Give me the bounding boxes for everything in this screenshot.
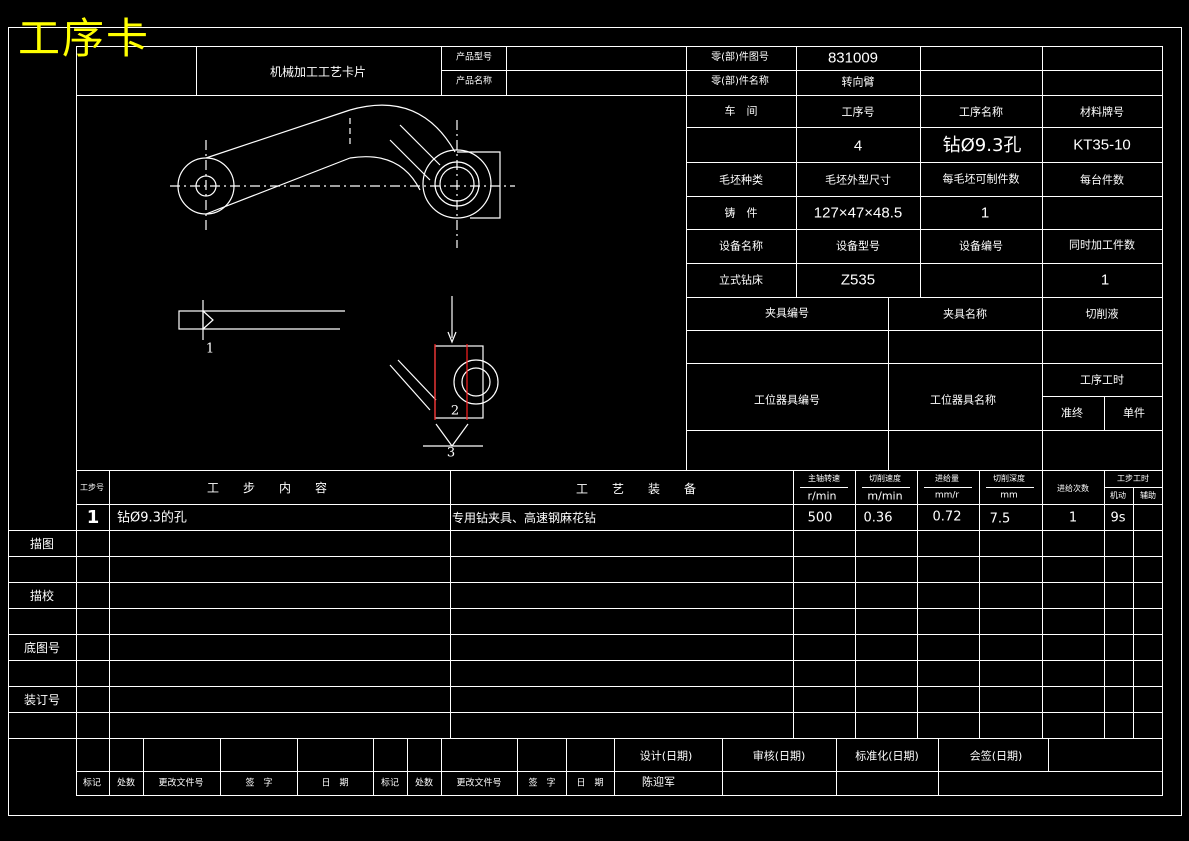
footer-designer: 陈迎军 bbox=[642, 775, 675, 789]
per-unit-label: 每台件数 bbox=[1080, 173, 1124, 187]
cut-speed-header: 切削速度 bbox=[869, 474, 901, 483]
machine-header: 机动 bbox=[1110, 491, 1126, 500]
drawing-label-3: 3 bbox=[446, 445, 456, 461]
equip-model-label: 设备型号 bbox=[836, 239, 880, 253]
footer-change-doc-2: 更改文件号 bbox=[456, 778, 502, 789]
blank-size-label: 毛坯外型尺寸 bbox=[825, 173, 891, 187]
footer-date-1: 日 期 bbox=[321, 778, 349, 789]
op-no-label: 工序号 bbox=[841, 105, 875, 119]
part-no-label: 零(部)件图号 bbox=[711, 52, 769, 63]
part-name-label: 零(部)件名称 bbox=[711, 76, 769, 87]
op-no-value: 4 bbox=[853, 137, 863, 155]
side-label-binding: 装订号 bbox=[23, 693, 61, 707]
card-name: 机械加工工艺卡片 bbox=[269, 65, 367, 79]
footer-standard: 标准化(日期) bbox=[855, 749, 919, 763]
step-equipment: 专用钻夹具、高速钢麻花钻 bbox=[452, 511, 597, 525]
product-model-label: 产品型号 bbox=[455, 52, 493, 63]
op-name-label: 工序名称 bbox=[959, 105, 1003, 119]
footer-mark-2: 标记 bbox=[380, 778, 400, 789]
op-hours-label: 工序工时 bbox=[1080, 373, 1124, 387]
hours-header: 工步工时 bbox=[1117, 474, 1149, 483]
footer-count-1: 处数 bbox=[116, 778, 136, 789]
card-title: 工序卡 bbox=[18, 14, 151, 63]
prep-label: 准终 bbox=[1061, 406, 1083, 420]
op-name-value: 钻Ø9.3孔 bbox=[942, 135, 1022, 156]
fixture-no-label: 夹具编号 bbox=[765, 306, 809, 320]
station-tool-no-label: 工位器具编号 bbox=[754, 393, 820, 407]
footer-sign-1: 签 字 bbox=[245, 778, 273, 789]
spindle-speed-header: 主轴转速 bbox=[808, 474, 840, 483]
footer-change-doc-1: 更改文件号 bbox=[158, 778, 204, 789]
feed-unit: mm/r bbox=[934, 490, 960, 501]
equip-no-label: 设备编号 bbox=[959, 239, 1003, 253]
blank-size-value: 127×47×48.5 bbox=[813, 204, 903, 222]
workshop-label: 车 间 bbox=[724, 104, 758, 118]
footer-sign-2: 签 字 bbox=[528, 778, 556, 789]
drawing-label-1: 1 bbox=[205, 341, 215, 357]
step-content: 钻Ø9.3的孔 bbox=[117, 510, 187, 526]
drawing-label-2: 2 bbox=[450, 403, 460, 419]
coolant-label: 切削液 bbox=[1085, 307, 1119, 321]
side-label-base-no: 底图号 bbox=[23, 641, 61, 655]
side-label-trace: 描图 bbox=[29, 537, 55, 551]
depth-header: 切削深度 bbox=[993, 474, 1025, 483]
footer-countersign: 会签(日期) bbox=[969, 749, 1023, 763]
blank-type-label: 毛坯种类 bbox=[719, 173, 763, 187]
footer-review: 审核(日期) bbox=[752, 749, 806, 763]
per-blank-label: 每毛坯可制件数 bbox=[942, 172, 1020, 186]
fixture-name-label: 夹具名称 bbox=[943, 307, 987, 321]
feed-header: 进给量 bbox=[935, 474, 959, 483]
footer-date-2: 日 期 bbox=[576, 778, 604, 789]
material-value: KT35-10 bbox=[1073, 136, 1131, 154]
material-label: 材料牌号 bbox=[1080, 105, 1124, 119]
footer-mark-1: 标记 bbox=[82, 778, 102, 789]
unit-label: 单件 bbox=[1123, 406, 1145, 420]
simul-label: 同时加工件数 bbox=[1069, 238, 1135, 252]
side-label-check: 描校 bbox=[29, 589, 55, 603]
station-tool-name-label: 工位器具名称 bbox=[930, 393, 996, 407]
step-no-header: 工步号 bbox=[80, 483, 104, 492]
footer-design: 设计(日期) bbox=[639, 749, 693, 763]
step-feed: 0.72 bbox=[932, 509, 962, 525]
step-cut-speed: 0.36 bbox=[863, 510, 893, 526]
depth-unit: mm bbox=[1000, 490, 1018, 501]
cut-unit: m/min bbox=[867, 489, 903, 503]
part-name-value: 转向臂 bbox=[841, 75, 875, 89]
spindle-unit: r/min bbox=[807, 489, 837, 503]
simul-value: 1 bbox=[1100, 271, 1110, 289]
footer-count-2: 处数 bbox=[414, 778, 434, 789]
equip-name-value: 立式钻床 bbox=[719, 273, 763, 287]
blank-type-value: 铸 件 bbox=[724, 206, 758, 220]
passes-header: 进给次数 bbox=[1057, 484, 1089, 493]
equip-model-value: Z535 bbox=[840, 271, 876, 289]
step-speed: 500 bbox=[807, 510, 833, 526]
step-depth: 7.5 bbox=[989, 511, 1011, 527]
part-no-value: 831009 bbox=[827, 49, 879, 67]
part-drawing bbox=[170, 104, 515, 447]
step-no: 1 bbox=[86, 507, 100, 528]
product-name-label: 产品名称 bbox=[455, 76, 493, 87]
aux-header: 辅助 bbox=[1140, 491, 1156, 500]
step-passes: 1 bbox=[1068, 510, 1078, 526]
per-blank-value: 1 bbox=[980, 204, 990, 222]
equipment-header: 工 艺 装 备 bbox=[575, 482, 697, 496]
equip-name-label: 设备名称 bbox=[719, 239, 763, 253]
step-content-header: 工 步 内 容 bbox=[206, 481, 328, 495]
step-machine-time: 9s bbox=[1110, 510, 1126, 526]
